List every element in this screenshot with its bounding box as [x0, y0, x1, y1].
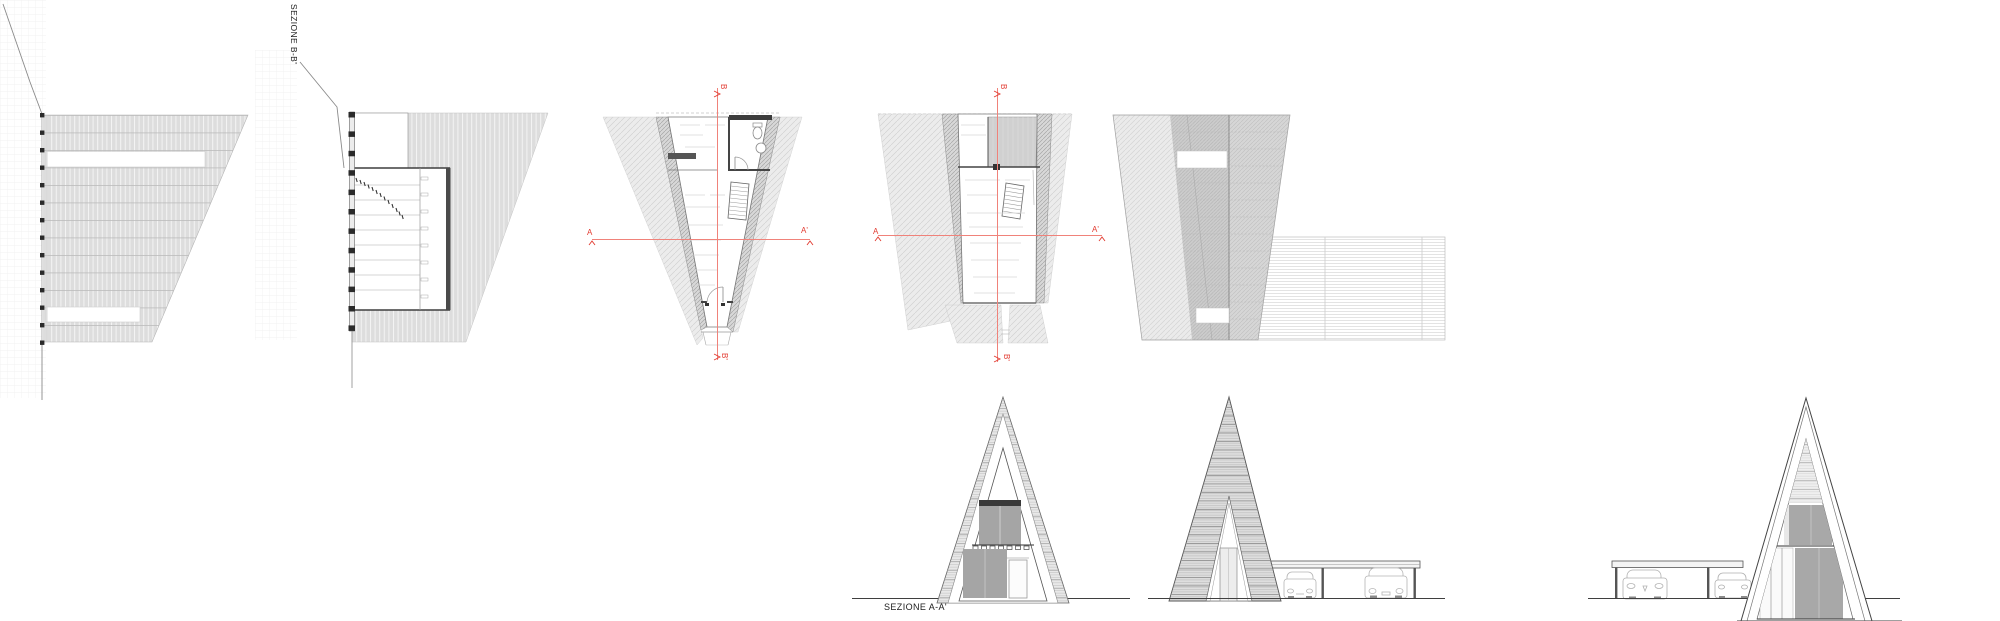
- section-bb-title: SEZIONE B-B': [289, 4, 299, 65]
- closet: [668, 153, 717, 171]
- partition: [958, 164, 1040, 170]
- section-marker-a: A: [587, 228, 593, 237]
- entry-door: [701, 286, 733, 306]
- section-lines: [588, 88, 814, 361]
- door: [1008, 559, 1028, 599]
- aframe-facade: [1168, 395, 1282, 602]
- anchored-wall: [348, 111, 355, 388]
- section-lines: [874, 88, 1106, 363]
- furniture-dashes: [961, 124, 1030, 294]
- aframe-section: [1740, 396, 1873, 621]
- section-marker-b: B: [999, 84, 1008, 90]
- car-icon: [1714, 572, 1752, 599]
- roof-below-left: [944, 304, 1004, 344]
- sink-icon: [755, 142, 767, 154]
- slatted-roof-surface: [41, 114, 249, 343]
- rear-section: [1588, 396, 1902, 621]
- main-room: [351, 167, 451, 311]
- lower-level: [963, 549, 1029, 599]
- roof-below-right: [1007, 304, 1049, 344]
- terrain-grid: [0, 0, 46, 398]
- car-icon: [1622, 569, 1668, 600]
- roof-plane-left: [602, 116, 704, 346]
- skylight-lower: [1195, 307, 1230, 324]
- anchor-markers: [40, 113, 45, 345]
- section-marker-a: A: [873, 227, 879, 236]
- section-marker-b: B: [719, 84, 728, 90]
- void-area: [987, 116, 1038, 168]
- front-elevation: [1148, 395, 1445, 602]
- terrain-line: [299, 61, 345, 169]
- lower-level: [1759, 547, 1843, 619]
- section-aa-drawing: [852, 395, 1130, 604]
- railing: [1032, 169, 1035, 206]
- site-roof-plan: [0, 0, 249, 400]
- carport-roof-plan: [1257, 236, 1446, 341]
- loft-level: [972, 500, 1034, 550]
- section-marker-a-prime: A': [801, 226, 808, 235]
- terrain-grid: [255, 50, 297, 340]
- section-aa-title: SEZIONE A-A': [884, 602, 948, 612]
- car-icon: [1283, 571, 1317, 599]
- loft-level: [1784, 505, 1832, 545]
- section-marker-b-prime: B': [1002, 354, 1011, 361]
- ground-lines: [1588, 598, 1902, 621]
- staircase: [355, 177, 404, 220]
- bathroom: [728, 115, 772, 171]
- carport: [1246, 560, 1421, 599]
- section-bb-drawing: [255, 50, 549, 388]
- section-marker-a-prime: A': [1092, 225, 1099, 234]
- aframe-roof-plan: [1112, 114, 1291, 341]
- staircase: [1001, 182, 1025, 220]
- upper-room: [351, 112, 409, 169]
- upper-floor-plan: [874, 88, 1106, 363]
- staircase: [727, 181, 750, 221]
- skylight-upper: [1176, 150, 1228, 169]
- section-marker-b-prime: B': [720, 353, 729, 360]
- toilet-icon: [752, 122, 763, 140]
- roof-plan: [1112, 114, 1446, 341]
- ground-floor-plan: [588, 88, 814, 361]
- carport: [1611, 560, 1752, 600]
- car-icon: [1364, 567, 1408, 599]
